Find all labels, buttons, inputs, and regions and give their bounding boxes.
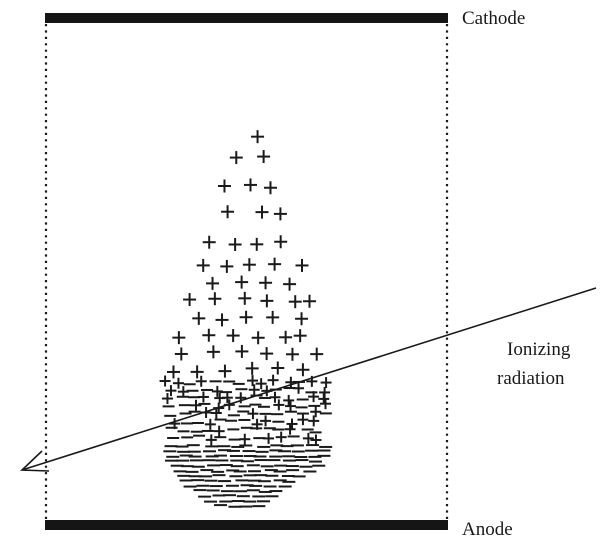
positive-ion-mark	[243, 178, 257, 192]
positive-ion-mark	[202, 328, 216, 342]
positive-ion-mark	[259, 276, 273, 290]
positive-ion-mark	[296, 363, 310, 377]
positive-ion-mark	[215, 313, 229, 327]
positive-ion-mark	[308, 391, 320, 403]
positive-ion-mark	[221, 392, 233, 404]
positive-ion-mark	[251, 130, 265, 144]
radiation-label-line2: radiation	[497, 368, 565, 389]
positive-ion-mark	[320, 377, 332, 389]
positive-ion-mark	[172, 377, 184, 389]
positive-ion-mark	[288, 295, 302, 309]
positive-ion-mark	[266, 310, 280, 324]
positive-ion-mark	[247, 408, 259, 420]
positive-ion-mark	[208, 292, 222, 306]
positive-ion-mark	[283, 394, 295, 406]
positive-ion-mark	[235, 275, 249, 289]
positive-ion-mark	[286, 418, 298, 430]
positive-ion-mark	[202, 235, 216, 249]
radiation-arrowhead	[20, 450, 50, 472]
positive-ion-mark	[283, 277, 297, 291]
positive-ion-mark	[165, 385, 177, 397]
positive-ion-mark	[195, 375, 207, 387]
positive-ion-mark	[293, 329, 307, 343]
positive-ion-mark	[242, 258, 256, 272]
positive-ion-mark	[239, 310, 253, 324]
positive-ion-mark	[190, 399, 202, 411]
positive-ion-mark	[285, 347, 299, 361]
positive-ion-mark	[255, 378, 267, 390]
positive-ion-mark	[217, 179, 231, 193]
positive-ion-mark	[161, 393, 173, 405]
positive-ion-mark	[239, 433, 251, 445]
positive-ion-mark	[172, 331, 186, 345]
positive-ion-mark	[159, 375, 171, 387]
positive-ion-mark	[263, 181, 277, 195]
positive-ion-mark	[267, 374, 279, 386]
positive-ion-mark	[220, 259, 234, 273]
positive-ion-mark	[183, 293, 197, 307]
positive-ion-mark	[274, 235, 288, 249]
radiation-label-line1: Ionizing	[507, 339, 571, 360]
positive-ion-mark	[318, 393, 330, 405]
positive-ion-mark	[255, 205, 269, 219]
positive-ion-mark	[228, 238, 242, 252]
positive-ion-mark	[248, 384, 260, 396]
positive-ion-mark	[310, 406, 322, 418]
positive-ion-mark	[308, 415, 320, 427]
radiation-track	[21, 287, 597, 471]
positive-ion-mark	[302, 432, 314, 444]
positive-ion-mark	[310, 347, 324, 361]
positive-ion-mark	[197, 391, 209, 403]
positive-ion-mark	[284, 423, 296, 435]
positive-ion-mark	[192, 311, 206, 325]
positive-ion-mark	[269, 391, 281, 403]
positive-ion-mark	[226, 329, 240, 343]
positive-ion-mark	[260, 415, 272, 427]
positive-ion-mark	[268, 257, 282, 271]
positive-ion-mark	[174, 347, 188, 361]
positive-ion-mark	[310, 434, 322, 446]
positive-ion-mark	[260, 294, 274, 308]
positive-ion-mark	[221, 205, 235, 219]
positive-ion-mark	[263, 432, 275, 444]
positive-ion-mark	[205, 434, 217, 446]
positive-ion-mark	[273, 399, 285, 411]
positive-ion-mark	[245, 361, 259, 375]
positive-ion-mark	[295, 312, 309, 326]
positive-ion-mark	[251, 331, 265, 345]
anode-label: Anode	[462, 519, 513, 538]
positive-ion-mark	[319, 398, 331, 410]
positive-ion-mark	[257, 150, 271, 164]
anode-plate	[45, 520, 448, 530]
positive-ion-mark	[271, 361, 285, 375]
positive-ion-mark	[210, 407, 222, 419]
positive-ion-mark	[285, 400, 297, 412]
positive-ion-mark	[190, 365, 204, 379]
positive-ion-mark	[213, 425, 225, 437]
positive-ion-mark	[206, 345, 220, 359]
charge-cloud	[159, 130, 333, 508]
positive-ion-mark	[166, 365, 180, 379]
positive-ion-mark	[295, 258, 309, 272]
positive-ion-mark	[279, 330, 293, 344]
cathode-plate	[45, 13, 448, 23]
positive-ion-mark	[250, 237, 264, 251]
positive-ion-mark	[206, 276, 220, 290]
positive-ion-mark	[218, 364, 232, 378]
positive-ion-mark	[247, 375, 259, 387]
cathode-label: Cathode	[462, 8, 525, 29]
positive-ion-mark	[235, 344, 249, 358]
positive-ion-mark	[204, 418, 216, 430]
positive-ion-mark	[260, 347, 274, 361]
positive-ion-mark	[196, 258, 210, 272]
positive-ion-mark	[293, 382, 305, 394]
positive-ion-mark	[275, 431, 287, 443]
positive-ion-mark	[238, 291, 252, 305]
positive-ion-mark	[273, 207, 287, 221]
positive-ion-mark	[303, 294, 317, 308]
positive-ion-mark	[229, 151, 243, 165]
positive-ion-mark	[297, 414, 309, 426]
